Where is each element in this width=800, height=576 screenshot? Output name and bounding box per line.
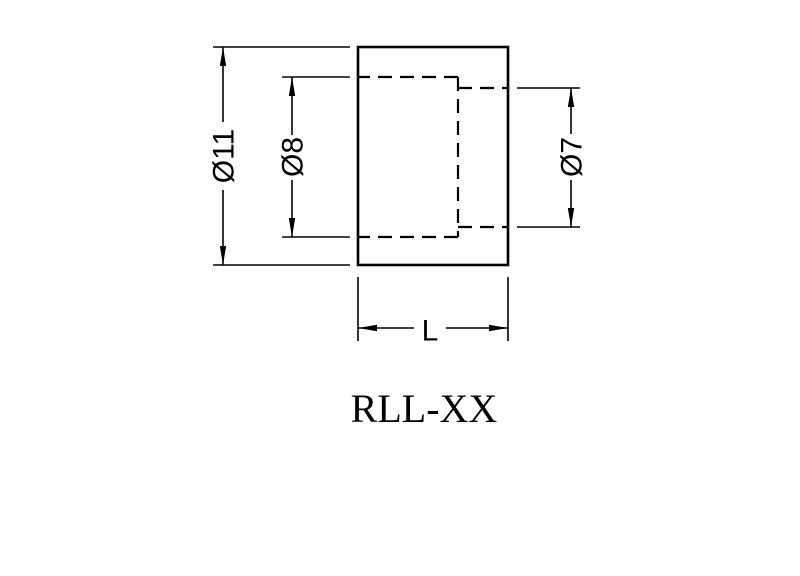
dimension-label-outer-diameter: Ø11 bbox=[208, 129, 241, 183]
arrow-up-icon bbox=[288, 77, 296, 96]
part-outline bbox=[356, 45, 510, 267]
arrow-down-icon bbox=[567, 208, 575, 227]
arrow-down-icon bbox=[219, 246, 227, 265]
dimension-label-counterbore-diameter: Ø8 bbox=[277, 137, 310, 177]
dimension-bore-diameter: Ø7 bbox=[517, 87, 589, 228]
dimension-label-bore-diameter: Ø7 bbox=[556, 137, 589, 177]
hidden-bore-lines bbox=[358, 75, 508, 239]
part-body-rect bbox=[356, 45, 510, 267]
arrow-right-icon bbox=[489, 324, 508, 332]
arrow-up-icon bbox=[567, 88, 575, 107]
dimension-counterbore-diameter: Ø8 bbox=[277, 76, 350, 238]
arrow-down-icon bbox=[288, 218, 296, 237]
arrow-left-icon bbox=[358, 324, 377, 332]
arrow-up-icon bbox=[219, 47, 227, 66]
dimension-length: L bbox=[357, 277, 509, 348]
dimension-label-length: L bbox=[422, 315, 439, 348]
part-number-title: RLL-XX bbox=[351, 386, 498, 431]
dimension-outer-diameter: Ø11 bbox=[208, 46, 350, 266]
